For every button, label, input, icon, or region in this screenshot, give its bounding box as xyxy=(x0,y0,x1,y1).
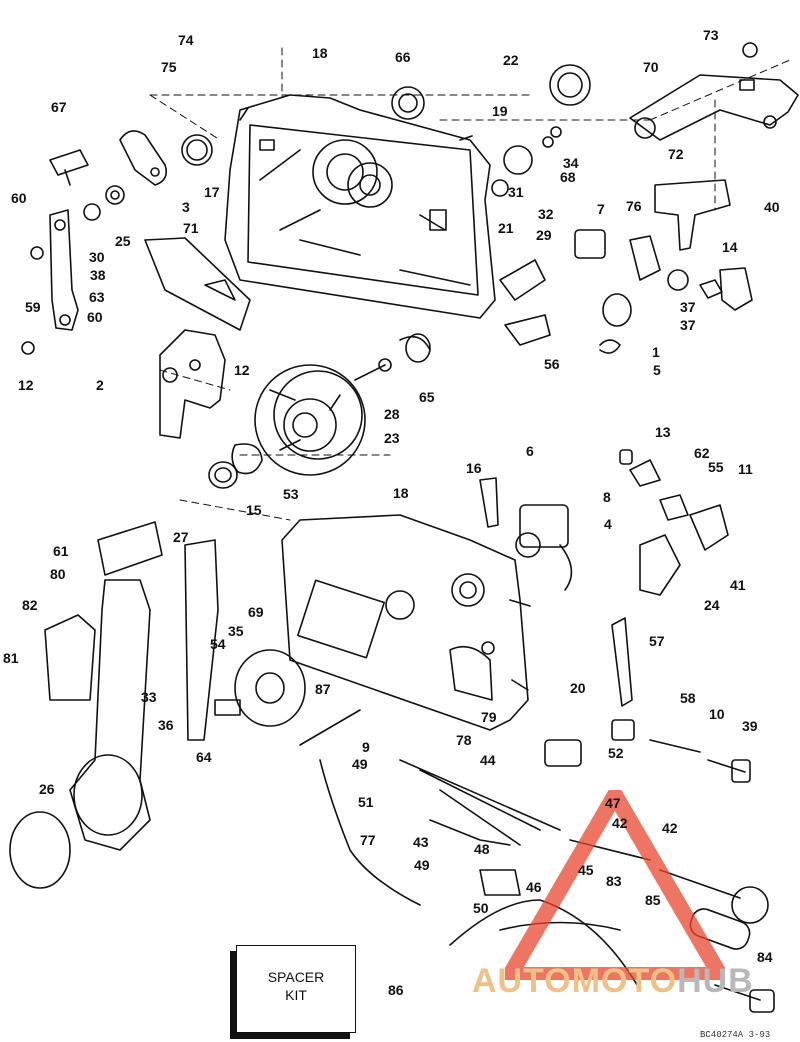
mounting-bracket xyxy=(654,179,731,251)
throttle-arm xyxy=(629,74,799,141)
lower-housing xyxy=(281,514,531,731)
control-handle xyxy=(69,579,151,851)
spacer-kit-line-2: KIT xyxy=(285,987,307,1003)
spacer-kit-box: SPACER KIT xyxy=(236,945,356,1033)
drawing-code: BC40274A 3-93 xyxy=(700,1030,771,1040)
upper-housing xyxy=(224,94,496,319)
spacer-kit-line-1: SPACER xyxy=(267,969,325,985)
shift-arm xyxy=(49,209,79,331)
trim-switch xyxy=(519,504,569,548)
watermark-text: AUTOMOTOHUB xyxy=(472,962,754,1001)
watermark-word-a: AUTOMOTO xyxy=(472,962,678,1000)
watermark-triangle xyxy=(505,790,725,980)
lever-bracket xyxy=(159,329,226,439)
watermark-word-b: HUB xyxy=(677,962,754,1000)
gear-hub xyxy=(254,364,366,476)
decal-plate xyxy=(144,237,251,331)
